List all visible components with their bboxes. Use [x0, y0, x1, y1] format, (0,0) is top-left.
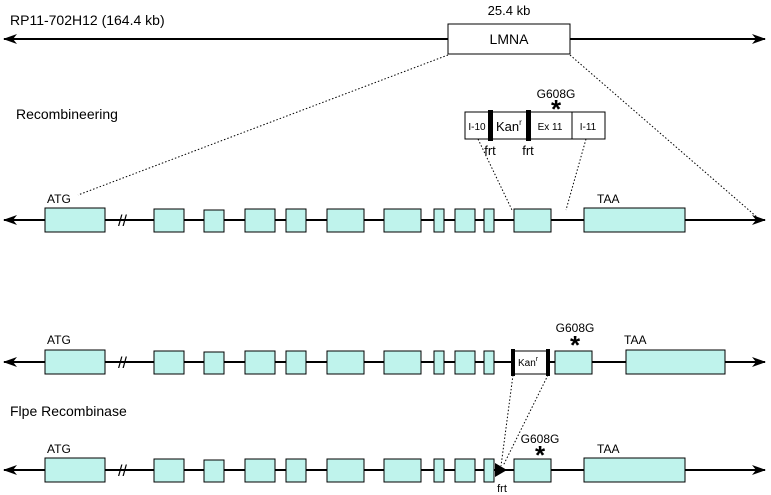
gene-size-label: 25.4 kb: [488, 3, 531, 18]
targeting-cassette: I-10 Kanr Ex 11 I-11 frt frt G608G *: [464, 87, 606, 158]
track-1-exon-9: [454, 208, 476, 233]
track-3-frt-label: frt: [497, 483, 507, 495]
lmna-label: LMNA: [490, 31, 530, 47]
track-3-taa: TAA: [597, 442, 619, 456]
track-2-exon-1: [44, 349, 106, 375]
track-1-atg: ATG: [47, 192, 71, 206]
track-1-exon-1: [44, 207, 106, 233]
frt-site-right: [526, 110, 531, 141]
zoom-line-right: [569, 54, 759, 219]
track-3-exon-4: [244, 458, 276, 483]
track-3-exon-8: [433, 458, 445, 483]
track-3-exon-11: [513, 458, 552, 483]
cassette-zoom-left: [477, 138, 513, 211]
track-2-exon-4: [244, 350, 276, 375]
track-1-exon-6: [326, 208, 365, 233]
track-2-exon-3: [203, 351, 225, 375]
track-3-exon-10: [483, 458, 495, 483]
track-2-taa: TAA: [624, 333, 646, 347]
track-2: ATG // TAA Kanr G608G *: [3, 321, 766, 376]
track-1-exon-12: [583, 207, 686, 233]
bac-line-group: RP11-702H12 (164.4 kb) LMNA 25.4 kb: [3, 3, 766, 55]
intron-10-label: I-10: [468, 122, 486, 133]
track-2-exon-12: [625, 349, 726, 375]
mutation-label: G608G: [537, 87, 576, 101]
track-1-break: //: [118, 213, 127, 230]
track-1-exon-4: [244, 208, 276, 233]
intron-11-label: I-11: [580, 122, 597, 133]
track-1-exon-10: [483, 208, 495, 233]
track-2-exon-5: [285, 350, 307, 375]
cassette-zoom-right: [565, 138, 587, 211]
track-3-frt-arrow: [495, 463, 507, 477]
track-3-exon-7: [383, 458, 422, 483]
track-3-exon-5: [285, 458, 307, 483]
frt-site-left: [488, 110, 493, 141]
track-1-taa: TAA: [597, 192, 619, 206]
track-3-exon-6: [326, 458, 365, 483]
track-2-exon-2: [153, 350, 185, 375]
track-2-exon-10: [483, 350, 495, 375]
track-2-mutation-label: G608G: [556, 321, 595, 335]
frt-label-left: frt: [484, 143, 496, 158]
track-2-exon-7: [383, 350, 422, 375]
track-2-break: //: [118, 355, 127, 372]
flp-zoom-right: [502, 374, 549, 467]
track-1-exon-2: [153, 208, 185, 233]
track-1-exon-8: [433, 208, 445, 233]
zoom-line-left: [77, 54, 449, 196]
track-2-exon-6: [326, 350, 365, 375]
track-1-exon-5: [285, 208, 307, 233]
track-2-mutation-star: *: [570, 330, 581, 360]
track-2-kan-label: Kanr: [518, 356, 539, 369]
track-3-atg: ATG: [47, 442, 71, 456]
track-2-atg: ATG: [47, 333, 71, 347]
lmna-box: [447, 23, 571, 55]
track-3: ATG // TAA frt G608G *: [3, 432, 766, 495]
recombineering-title: Recombineering: [16, 106, 118, 122]
track-1-exon-11: [513, 208, 552, 233]
track-3-break: //: [118, 463, 127, 480]
mutation-star: *: [551, 94, 562, 124]
track-3-exon-3: [203, 459, 225, 483]
track-3-exon-12: [583, 457, 686, 483]
frt-label-right: frt: [522, 143, 534, 158]
flpe-title: Flpe Recombinase: [10, 403, 127, 419]
track-1: ATG // TAA: [3, 192, 766, 233]
track-3-mutation-label: G608G: [521, 432, 560, 446]
track-2-exon-8: [433, 350, 445, 375]
exon-11-label: Ex 11: [538, 122, 563, 133]
track-1-exon-7: [383, 208, 422, 233]
track-2-exon-11: [554, 350, 593, 375]
kan-label: Kanr: [496, 118, 522, 134]
flp-zoom-left: [500, 374, 514, 467]
track-2-frt-left: [511, 349, 515, 376]
track-2-frt-right: [546, 349, 550, 376]
track-3-exon-2: [153, 458, 185, 483]
track-3-exon-9: [454, 458, 476, 483]
track-3-mutation-star: *: [535, 440, 546, 470]
track-2-exon-9: [454, 350, 476, 375]
track-3-exon-1: [44, 457, 106, 483]
bac-label: RP11-702H12 (164.4 kb): [10, 12, 165, 28]
track-1-exon-3: [203, 209, 225, 233]
